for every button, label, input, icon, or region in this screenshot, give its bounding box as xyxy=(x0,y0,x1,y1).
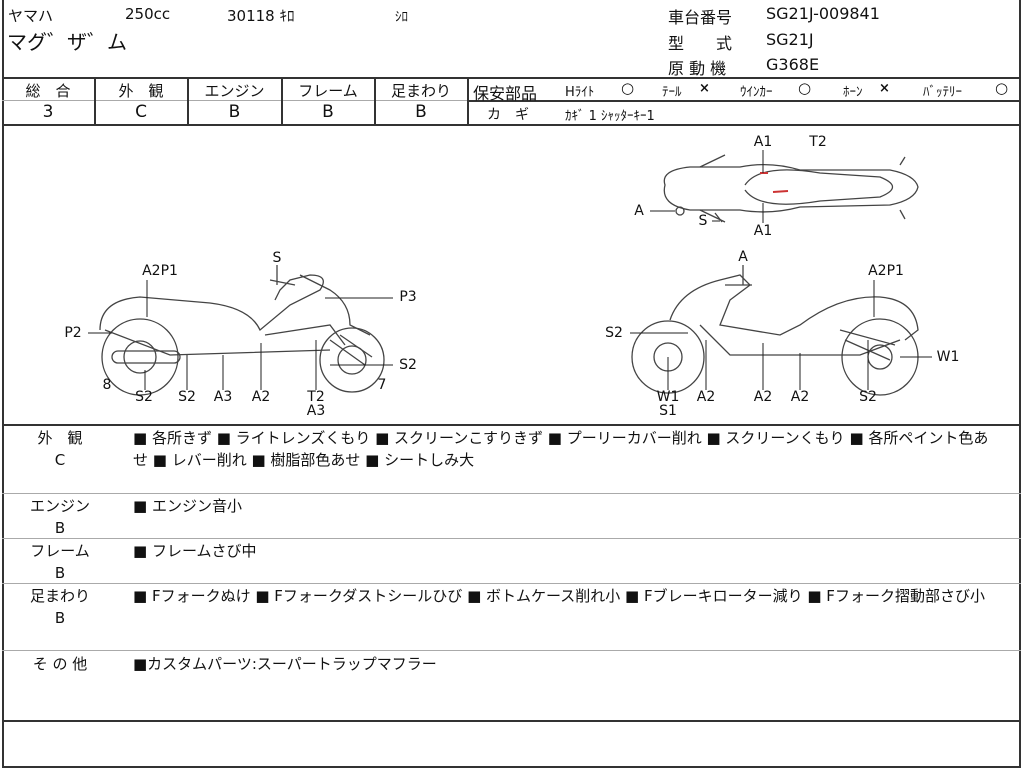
safety-item-name: Hﾗｲﾄ xyxy=(565,85,595,100)
remark-category: そ の 他 xyxy=(32,655,88,673)
engine: G368E xyxy=(766,55,820,74)
safety-item-name: ﾎｰﾝ xyxy=(843,85,863,100)
damage-label: W1 xyxy=(936,349,960,365)
damage-label: A xyxy=(634,203,644,219)
remark-text: ■ フレームさび中 xyxy=(133,542,257,560)
damage-label: S1 xyxy=(659,403,677,419)
grade-label: 総 合 xyxy=(25,82,71,100)
damage-label: A2 xyxy=(753,389,773,405)
key-value: ｶｷﾞ 1 ｼｬｯﾀｰｷｰ1 xyxy=(565,109,655,124)
damage-label: P3 xyxy=(399,289,417,305)
damage-label: S2 xyxy=(605,325,623,341)
color: ｼﾛ xyxy=(395,10,408,25)
remark-category: フレーム xyxy=(30,542,90,560)
top-view xyxy=(663,154,919,223)
divider xyxy=(2,77,1021,79)
damage-label: T2 xyxy=(809,134,827,150)
divider xyxy=(2,538,1021,539)
remark-text: ■ エンジン音小 xyxy=(133,497,242,515)
damage-label: A2 xyxy=(696,389,716,405)
model-name: マグ゛ザ゛ム xyxy=(7,30,127,54)
remark-category: 外 観 xyxy=(37,429,83,447)
damage-label: A1 xyxy=(753,223,773,239)
grade-label: エンジン xyxy=(204,82,265,100)
remark-grade: C xyxy=(54,451,66,469)
right-side-view xyxy=(631,265,919,396)
type: SG21J xyxy=(766,30,814,49)
damage-label: A2 xyxy=(251,389,271,405)
damage-label: A2 xyxy=(790,389,810,405)
damage-label: 7 xyxy=(377,377,387,393)
displacement: 250cc xyxy=(125,5,171,23)
frame-no: SG21J-009841 xyxy=(766,4,880,23)
damage-label: A3 xyxy=(213,389,233,405)
safety-item-mark: ○ xyxy=(995,79,1009,97)
damage-label: 8 xyxy=(102,377,112,393)
damage-label: S2 xyxy=(178,389,196,405)
leader-lines xyxy=(88,150,932,390)
remark-text: ■ 各所きず ■ ライトレンズくもり ■ スクリーンこすりきず ■ プーリーカバ… xyxy=(133,429,989,469)
grade-label: フレーム xyxy=(298,82,358,100)
safety-item-mark: × xyxy=(879,81,890,96)
remark-category: エンジン xyxy=(29,497,90,515)
damage-label: S xyxy=(272,250,282,266)
divider xyxy=(2,424,1021,426)
key-label: カ ギ xyxy=(487,107,529,123)
mileage: 30118 ｷﾛ xyxy=(227,7,295,25)
divider xyxy=(2,124,1021,126)
damage-label: T2 xyxy=(307,389,325,405)
safety-item-mark: ○ xyxy=(621,79,635,97)
safety-label: 保安部品 xyxy=(473,84,538,103)
damage-label: A2P1 xyxy=(868,263,904,279)
damage-label: W1 xyxy=(656,389,680,405)
remark-text: ■ Fフォークぬけ ■ Fフォークダストシールひび ■ ボトムケース削れ小 ■ … xyxy=(133,587,985,605)
divider xyxy=(2,650,1021,651)
damage-label: S xyxy=(698,213,708,229)
frame-no-label: 車台番号 xyxy=(668,8,733,27)
divider xyxy=(94,77,96,125)
left-side-view xyxy=(99,265,385,396)
divider xyxy=(2,583,1021,584)
damage-label: S2 xyxy=(399,357,417,373)
type-label: 型 式 xyxy=(668,34,733,53)
remark-grade: B xyxy=(54,519,66,537)
remark-text: ■カスタムパーツ:スーパートラップマフラー xyxy=(133,655,437,673)
safety-item-mark: ○ xyxy=(798,79,812,97)
remark-grade: B xyxy=(54,609,66,627)
remark-category: 足まわり xyxy=(29,587,90,605)
divider xyxy=(281,77,283,125)
damage-label: A3 xyxy=(306,403,326,419)
grade-value: 3 xyxy=(42,102,54,122)
safety-item-name: ｳｲﾝｶｰ xyxy=(740,85,773,100)
divider xyxy=(2,720,1021,722)
motorcycle-diagram xyxy=(88,150,932,396)
divider xyxy=(374,77,376,125)
grade-value: C xyxy=(135,102,147,122)
damage-label: A1 xyxy=(753,134,773,150)
divider xyxy=(2,493,1021,494)
damage-label: A2P1 xyxy=(142,263,178,279)
grade-value: B xyxy=(415,102,427,122)
divider xyxy=(2,100,468,101)
damage-label: S2 xyxy=(859,389,877,405)
divider xyxy=(467,77,469,125)
grade-label: 外 観 xyxy=(118,82,164,100)
damage-label: A xyxy=(738,249,748,265)
damage-label: S2 xyxy=(135,389,153,405)
maker: ヤマハ xyxy=(8,7,54,25)
grade-value: B xyxy=(322,102,334,122)
engine-label: 原 動 機 xyxy=(668,59,727,78)
safety-item-name: ﾊﾞｯﾃﾘｰ xyxy=(923,85,962,100)
safety-item-name: ﾃｰﾙ xyxy=(662,85,682,100)
divider xyxy=(468,100,1020,102)
damage-label: P2 xyxy=(64,325,82,341)
remark-grade: B xyxy=(54,564,66,582)
grade-value: B xyxy=(228,102,241,122)
divider xyxy=(187,77,189,125)
grade-label: 足まわり xyxy=(390,82,451,100)
safety-item-mark: × xyxy=(699,81,710,96)
